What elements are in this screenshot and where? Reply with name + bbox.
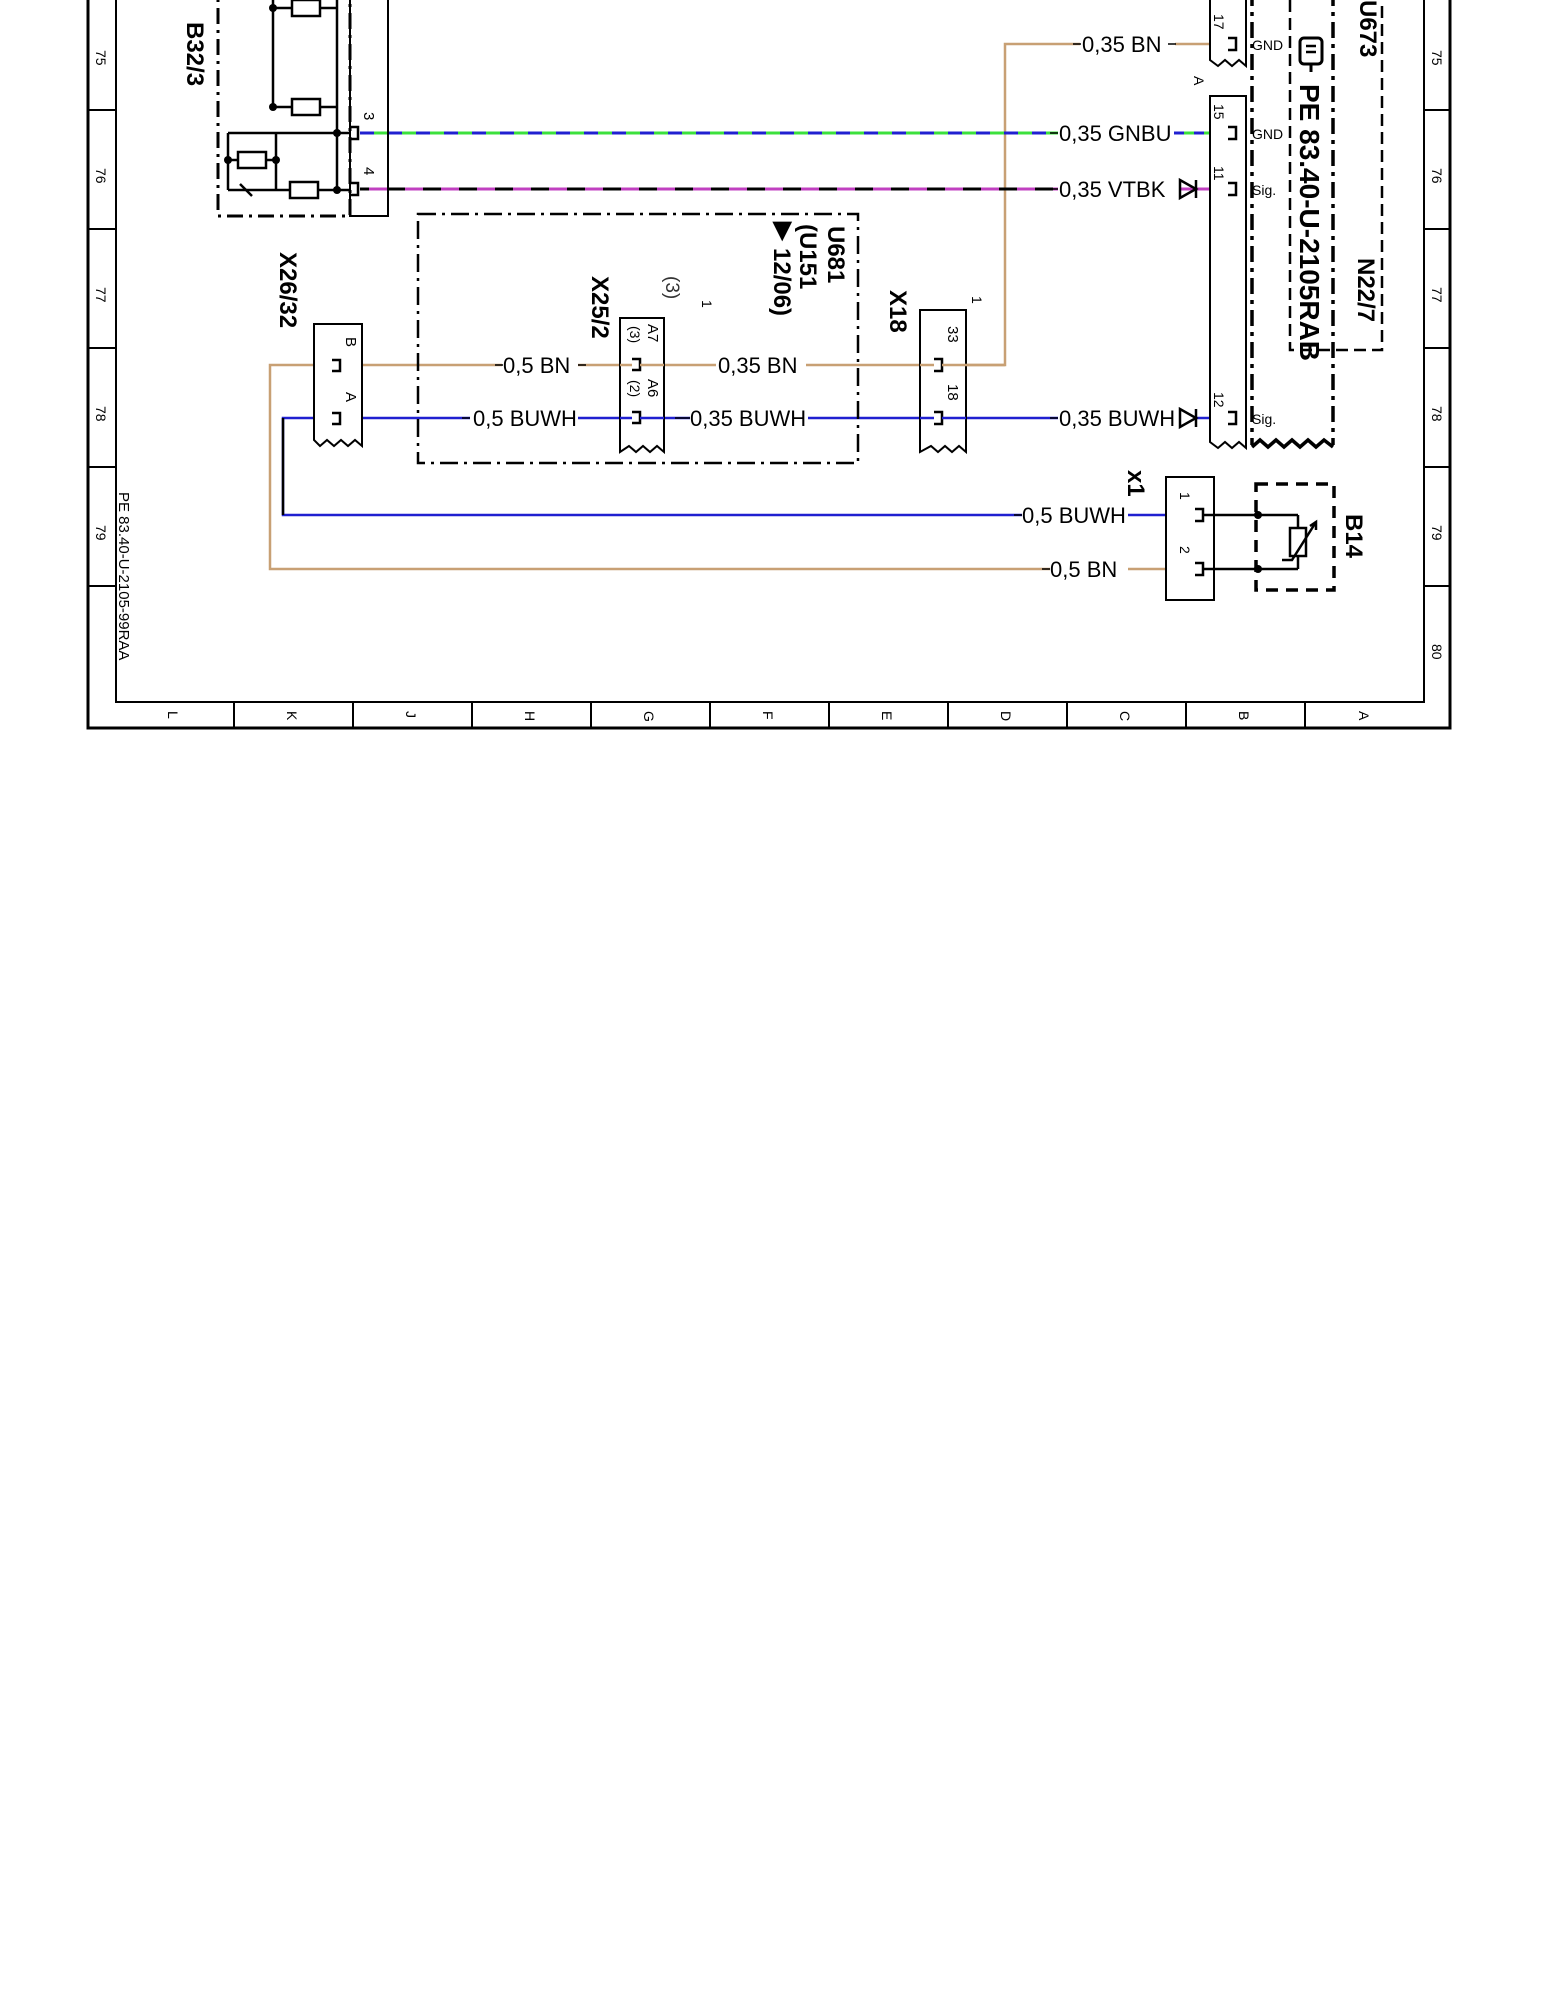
component-label: (U151 (794, 224, 821, 289)
connector-x18: 33 18 1 X18 (884, 290, 1005, 455)
wire-label: 0,5 BN (1050, 557, 1117, 582)
left-row-numbers: 75 76 77 78 79 (93, 50, 109, 541)
hand-pointer-icon (1298, 36, 1324, 72)
pin-label: 18 (944, 384, 961, 401)
pin-label: A6 (644, 379, 661, 397)
pin-label: 17 (1211, 14, 1227, 30)
row-number: 78 (93, 406, 109, 422)
break-line (1250, 437, 1335, 450)
component-label: U673 (1354, 0, 1381, 57)
pin-label: A7 (644, 324, 661, 342)
pin-label: 11 (1211, 166, 1227, 181)
pin-function: GND (1252, 126, 1283, 142)
row-number: 77 (1429, 287, 1445, 303)
bottom-column-letters: L K J H G F E D C B A (165, 711, 1372, 722)
column-letter: G (641, 711, 657, 722)
column-letter: K (284, 711, 300, 721)
row-number: 76 (1429, 168, 1445, 184)
pin-label: 4 (360, 167, 377, 175)
column-letter: B (1236, 711, 1252, 720)
pin-function: Sig. (1252, 182, 1276, 198)
pin-label: 33 (944, 326, 961, 343)
row-number: 79 (1429, 525, 1445, 541)
sheet-frame (86, 0, 1452, 730)
component-label: X18 (884, 290, 911, 333)
arrow-icon: ▶ (770, 221, 797, 242)
pin-label: 1 (1177, 492, 1193, 500)
note-label: (3) (661, 276, 682, 299)
pin-label: 15 (1211, 104, 1227, 120)
component-u681-box: U681 (U151 ▶ 12/06) (416, 212, 860, 465)
wire-label: 0,35 BUWH (690, 406, 806, 431)
side-label: A (1191, 76, 1207, 86)
pin-label: (3) (627, 326, 643, 343)
component-label: X25/2 (586, 276, 613, 339)
component-label: 12/06) (768, 248, 795, 316)
column-letter: H (522, 711, 538, 721)
pin-label: (2) (627, 380, 643, 397)
column-letter: A (1356, 711, 1372, 721)
wire-label: 0,35 BN (718, 353, 798, 378)
right-row-numbers: 75 76 77 78 79 80 (1429, 50, 1445, 660)
wire-bn-lower (268, 363, 1050, 571)
row-number: 76 (93, 168, 109, 184)
row-number: 75 (93, 50, 109, 66)
wire-label: 0,5 BUWH (473, 406, 577, 431)
reference-label: PE 83.40-U-2105RAB (1294, 84, 1325, 361)
component-label: N22/7 (1352, 258, 1379, 322)
wire-label: 0,35 BUWH (1059, 406, 1175, 431)
column-letter: J (403, 711, 419, 718)
component-label: X26/32 (274, 252, 301, 328)
column-letter: D (998, 711, 1014, 721)
column-letter: C (1117, 711, 1133, 721)
wire-label: 0,35 BN (1082, 32, 1162, 57)
wire-label: 0,5 BUWH (1022, 503, 1126, 528)
row-number: 75 (1429, 50, 1445, 66)
pin-label: 3 (360, 112, 377, 120)
pin-label: 12 (1211, 392, 1227, 408)
column-letter: F (760, 711, 776, 720)
mark-label: 1 (699, 300, 715, 308)
component-b32-3: B32/3 (181, 0, 389, 218)
pin-label: A (342, 392, 359, 402)
wire-label: 0,35 GNBU (1059, 121, 1172, 146)
component-label: x1 (1122, 470, 1149, 497)
column-letter: L (165, 711, 181, 719)
component-label: B14 (1340, 514, 1367, 559)
pin-function: GND (1252, 37, 1283, 53)
connector-x26-32: B A X26/32 (274, 252, 363, 449)
component-label: B32/3 (181, 22, 208, 86)
component-label: U681 (822, 226, 849, 283)
connector-x1: 1 2 x1 (1122, 470, 1215, 601)
pin-function: Sig. (1252, 411, 1276, 427)
component-b14: B14 (1203, 482, 1367, 592)
row-number: 79 (93, 525, 109, 541)
connector-x25-2: A7 A6 (3) (2) (3) 1 X25/2 (586, 276, 715, 455)
signal-arrow-icon (1178, 177, 1199, 430)
wires (268, 42, 1228, 571)
pin-label: 2 (1177, 546, 1193, 554)
wire-label: 0,5 BN (503, 353, 570, 378)
pin-label: B (342, 337, 359, 347)
wire-label: 0,35 VTBK (1059, 177, 1166, 202)
row-number: 80 (1429, 644, 1445, 660)
component-n22-7: 17 15 11 12 A GND GND Sig. Sig. U673 N22… (1178, 0, 1384, 451)
column-letter: E (879, 711, 895, 720)
row-number: 77 (93, 287, 109, 303)
mark-label: 1 (969, 296, 985, 304)
wire-labels: 0,35 BN 0,35 GNBU 0,35 VTBK 0,5 BN 0,35 … (462, 32, 1176, 582)
row-number: 78 (1429, 406, 1445, 422)
footer-reference: PE 83.40-U-2105-99RAA (115, 492, 132, 660)
